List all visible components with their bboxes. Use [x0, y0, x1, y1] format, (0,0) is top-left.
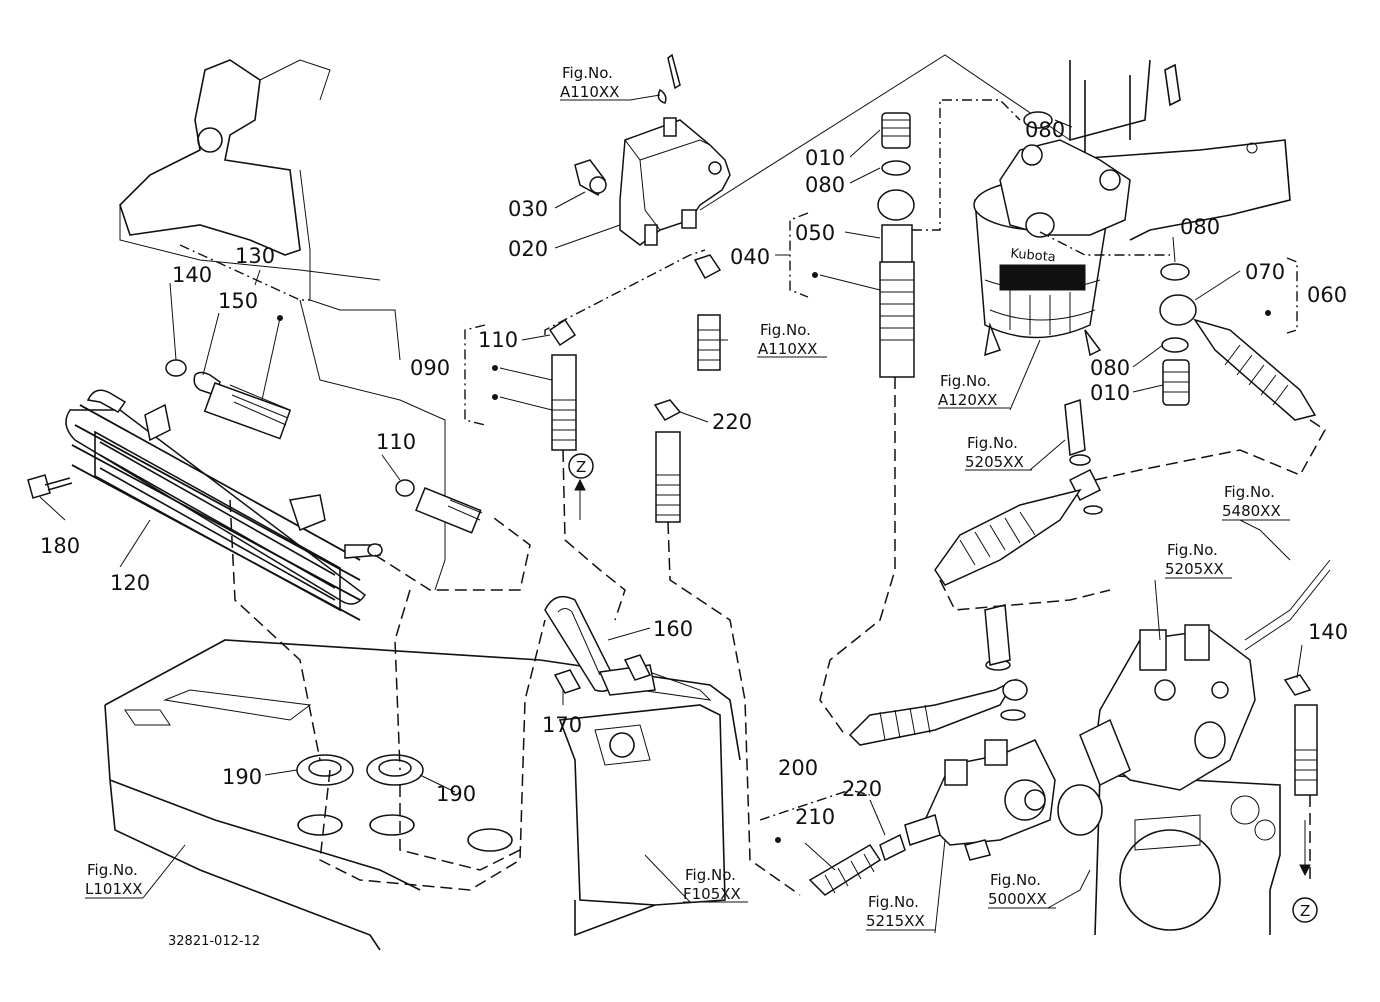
part-label: 030: [508, 197, 548, 221]
part-label: 210: [795, 805, 835, 829]
part-label: 010: [805, 146, 845, 170]
fig-ref-code: A120XX: [938, 391, 997, 409]
fig-ref-code: 5000XX: [988, 890, 1047, 908]
fig-ref-label: Fig.No.: [967, 434, 1018, 452]
z-marker-text: Z: [1300, 902, 1310, 920]
part-label: 140: [1308, 620, 1348, 644]
part-label: 190: [222, 765, 262, 789]
part-label: 020: [508, 237, 548, 261]
fig-ref-code: 5215XX: [866, 912, 925, 930]
part-label: 080: [805, 173, 845, 197]
fig-ref-label: Fig.No.: [1167, 541, 1218, 559]
part-label: 040: [730, 245, 770, 269]
hose-lower: [848, 604, 1028, 746]
leader-lines: [39, 94, 1303, 934]
fig-ref-label: Fig.No.: [940, 372, 991, 390]
hose-150: [165, 359, 292, 440]
part-label: 110: [376, 430, 416, 454]
oil-filter: Kubota: [973, 139, 1131, 357]
fig-ref-code: 5205XX: [965, 453, 1024, 471]
fig-ref-code: L101XX: [85, 880, 143, 898]
bracket-160: [544, 595, 656, 696]
grommets-190: [296, 754, 424, 786]
fig-ref-label: Fig.No.: [685, 866, 736, 884]
fig-ref-label: Fig.No.: [562, 64, 613, 82]
banjo-stack-010: [877, 112, 915, 378]
fig-ref-label: Fig.No.: [868, 893, 919, 911]
hose-220-upper: [653, 399, 682, 523]
arrow-markers: [574, 478, 1311, 877]
leader-dots: [277, 272, 1271, 843]
part-label: 080: [1025, 118, 1065, 142]
feed-pump: [904, 739, 1103, 861]
fig-ref-label: Fig.No.: [760, 321, 811, 339]
part-label: 140: [172, 263, 212, 287]
fig-ref-code: F105XX: [683, 885, 741, 903]
part-label: 070: [1245, 260, 1285, 284]
part-label: 080: [1090, 356, 1130, 380]
part-labels: 010 080 080 080 080 010 030 020 050 040 …: [40, 118, 1348, 829]
part-label: 010: [1090, 381, 1130, 405]
fig-ref-code: 5205XX: [1165, 560, 1224, 578]
oil-cooler: [65, 389, 383, 621]
part-label: 220: [842, 777, 882, 801]
washer-080-top: [1023, 111, 1053, 129]
fig-ref-label: Fig.No.: [990, 871, 1041, 889]
part-label: 150: [218, 289, 258, 313]
z-markers: Z Z: [568, 453, 1318, 923]
part-label: 120: [110, 571, 150, 595]
hose-210: [808, 833, 906, 896]
solenoid-valve: [619, 53, 731, 246]
part-label: 170: [542, 713, 582, 737]
hose-detail-a110: [693, 254, 722, 371]
part-label: 160: [653, 617, 693, 641]
hose-140: [1283, 674, 1318, 796]
z-marker-text: Z: [576, 458, 586, 476]
hose-110: [395, 479, 483, 534]
fig-ref-code: A110XX: [758, 340, 817, 358]
part-label: 060: [1307, 283, 1347, 307]
part-label: 190: [436, 782, 476, 806]
fig-ref-code: 5480XX: [1222, 502, 1281, 520]
bolt-180: [27, 474, 73, 499]
banjo-stack-060: [1159, 263, 1317, 421]
pump-body: [1079, 624, 1256, 791]
part-label: 050: [795, 221, 835, 245]
hose-5205: [934, 398, 1103, 586]
part-label: 180: [40, 534, 80, 558]
fig-ref-code: A110XX: [560, 83, 619, 101]
part-label: 090: [410, 356, 450, 380]
drawing-code: 32821-012-12: [168, 934, 260, 949]
plug-030: [574, 159, 607, 197]
hose-routes: [229, 377, 1331, 896]
part-label: 110: [478, 328, 518, 352]
part-label: 080: [1180, 215, 1220, 239]
fig-ref-label: Fig.No.: [1224, 483, 1275, 501]
part-label: 200: [778, 756, 818, 780]
filter-brand-text: Kubota: [1010, 246, 1057, 265]
fig-ref-label: Fig.No.: [87, 861, 138, 879]
part-label: 130: [235, 244, 275, 268]
figure-references: Fig.No. A110XX Fig.No. A110XX Fig.No. A1…: [85, 64, 1281, 930]
assembly-brackets: [179, 99, 1298, 821]
part-label: 220: [712, 410, 752, 434]
hose-090: [548, 318, 577, 451]
